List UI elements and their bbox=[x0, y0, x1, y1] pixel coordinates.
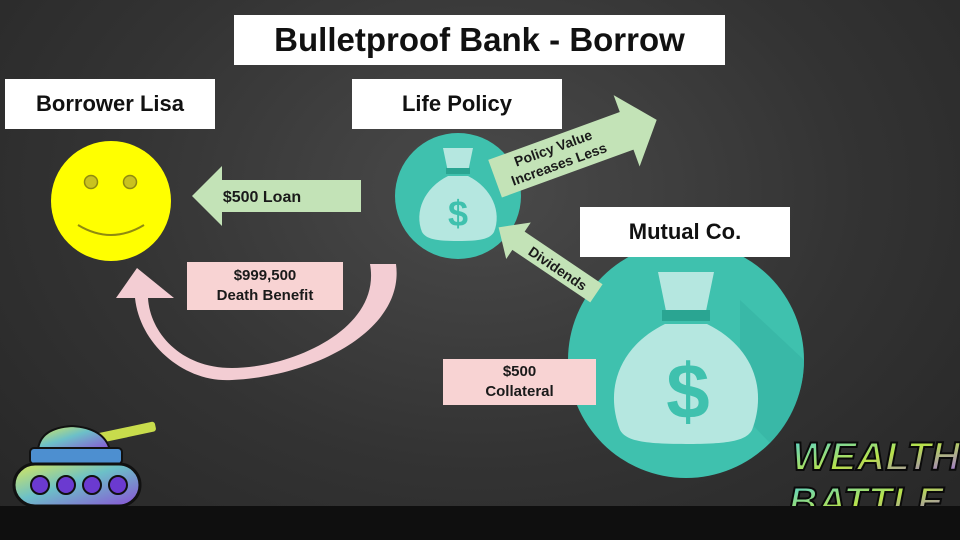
page-title: Bulletproof Bank - Borrow bbox=[234, 15, 725, 65]
mutual-company-label: Mutual Co. bbox=[580, 207, 790, 257]
life-policy-circle: $ bbox=[395, 133, 521, 259]
logo-line-1: WEALTH bbox=[792, 435, 960, 479]
policy-value-arrow bbox=[488, 95, 657, 198]
collateral-label: Collateral bbox=[485, 383, 554, 400]
death-benefit-amount: $999,500 bbox=[233, 267, 297, 284]
dividends-arrow bbox=[498, 222, 603, 303]
tank-logo-icon bbox=[12, 421, 156, 508]
collateral-box: $500 Collateral bbox=[443, 359, 596, 405]
money-bag-icon bbox=[419, 148, 497, 241]
life-policy-label: Life Policy bbox=[352, 79, 562, 129]
loan-arrow bbox=[192, 166, 361, 226]
death-benefit-box: $999,500 Death Benefit bbox=[187, 262, 343, 310]
life-policy-dollar-sign: $ bbox=[448, 193, 468, 234]
death-benefit-label: Death Benefit bbox=[216, 287, 314, 304]
collateral-amount: $500 bbox=[502, 363, 537, 380]
mutual-company-circle: $ bbox=[568, 242, 805, 478]
loan-arrow-label: $500 Loan bbox=[223, 189, 301, 206]
smiley-face-icon bbox=[51, 141, 171, 261]
bottom-bar bbox=[0, 506, 960, 540]
mutual-dollar-sign: $ bbox=[666, 347, 709, 435]
borrower-label: Borrower Lisa bbox=[5, 79, 215, 129]
death-benefit-arrow bbox=[116, 264, 397, 381]
money-bag-large-icon bbox=[613, 272, 759, 444]
